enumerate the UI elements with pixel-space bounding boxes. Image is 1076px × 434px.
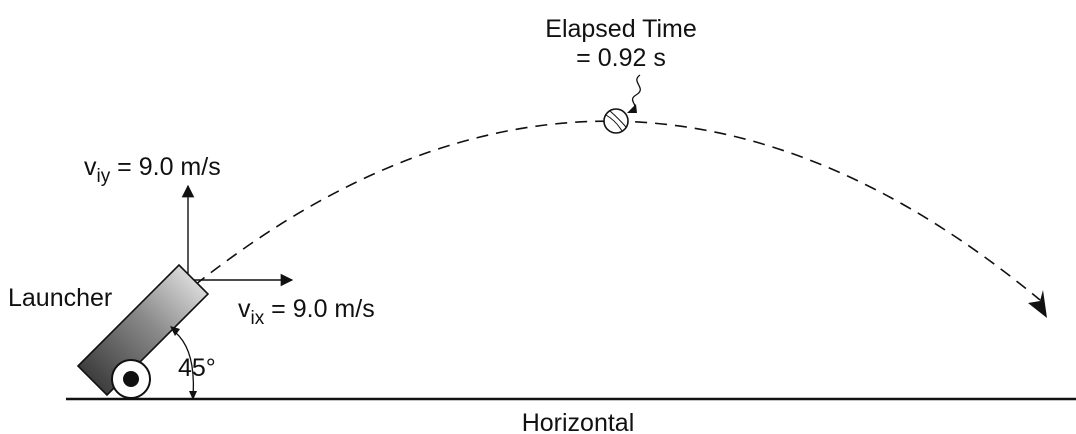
trajectory-arrowhead — [1028, 290, 1047, 318]
elapsed-time-value: = 0.92 s — [576, 44, 666, 72]
trajectory-path — [194, 120, 1041, 301]
viy-symbol: v — [84, 153, 97, 181]
baseball-icon — [603, 108, 629, 134]
launcher-label: Launcher — [8, 284, 112, 312]
viy-subscript: iy — [97, 166, 111, 187]
viy-label: viy = 9.0 m/s — [84, 153, 221, 187]
angle-label: 45° — [178, 354, 216, 382]
vix-subscript: ix — [251, 308, 265, 329]
angle-arc — [174, 331, 195, 397]
ground-label: Horizontal — [522, 409, 635, 434]
angle-arrowhead-bottom — [189, 391, 197, 400]
launcher-barrel — [76, 263, 210, 397]
vix-value: = 9.0 m/s — [264, 295, 374, 323]
launcher — [76, 263, 210, 399]
launcher-wheel-icon — [111, 359, 151, 399]
viy-value: = 9.0 m/s — [110, 153, 220, 181]
elapsed-time-title: Elapsed Time — [545, 15, 696, 43]
vix-label: vix = 9.0 m/s — [238, 295, 375, 329]
elapsed-pointer-head — [627, 104, 637, 113]
angle-arrowhead-top — [170, 326, 180, 336]
vix-symbol: v — [238, 295, 251, 323]
